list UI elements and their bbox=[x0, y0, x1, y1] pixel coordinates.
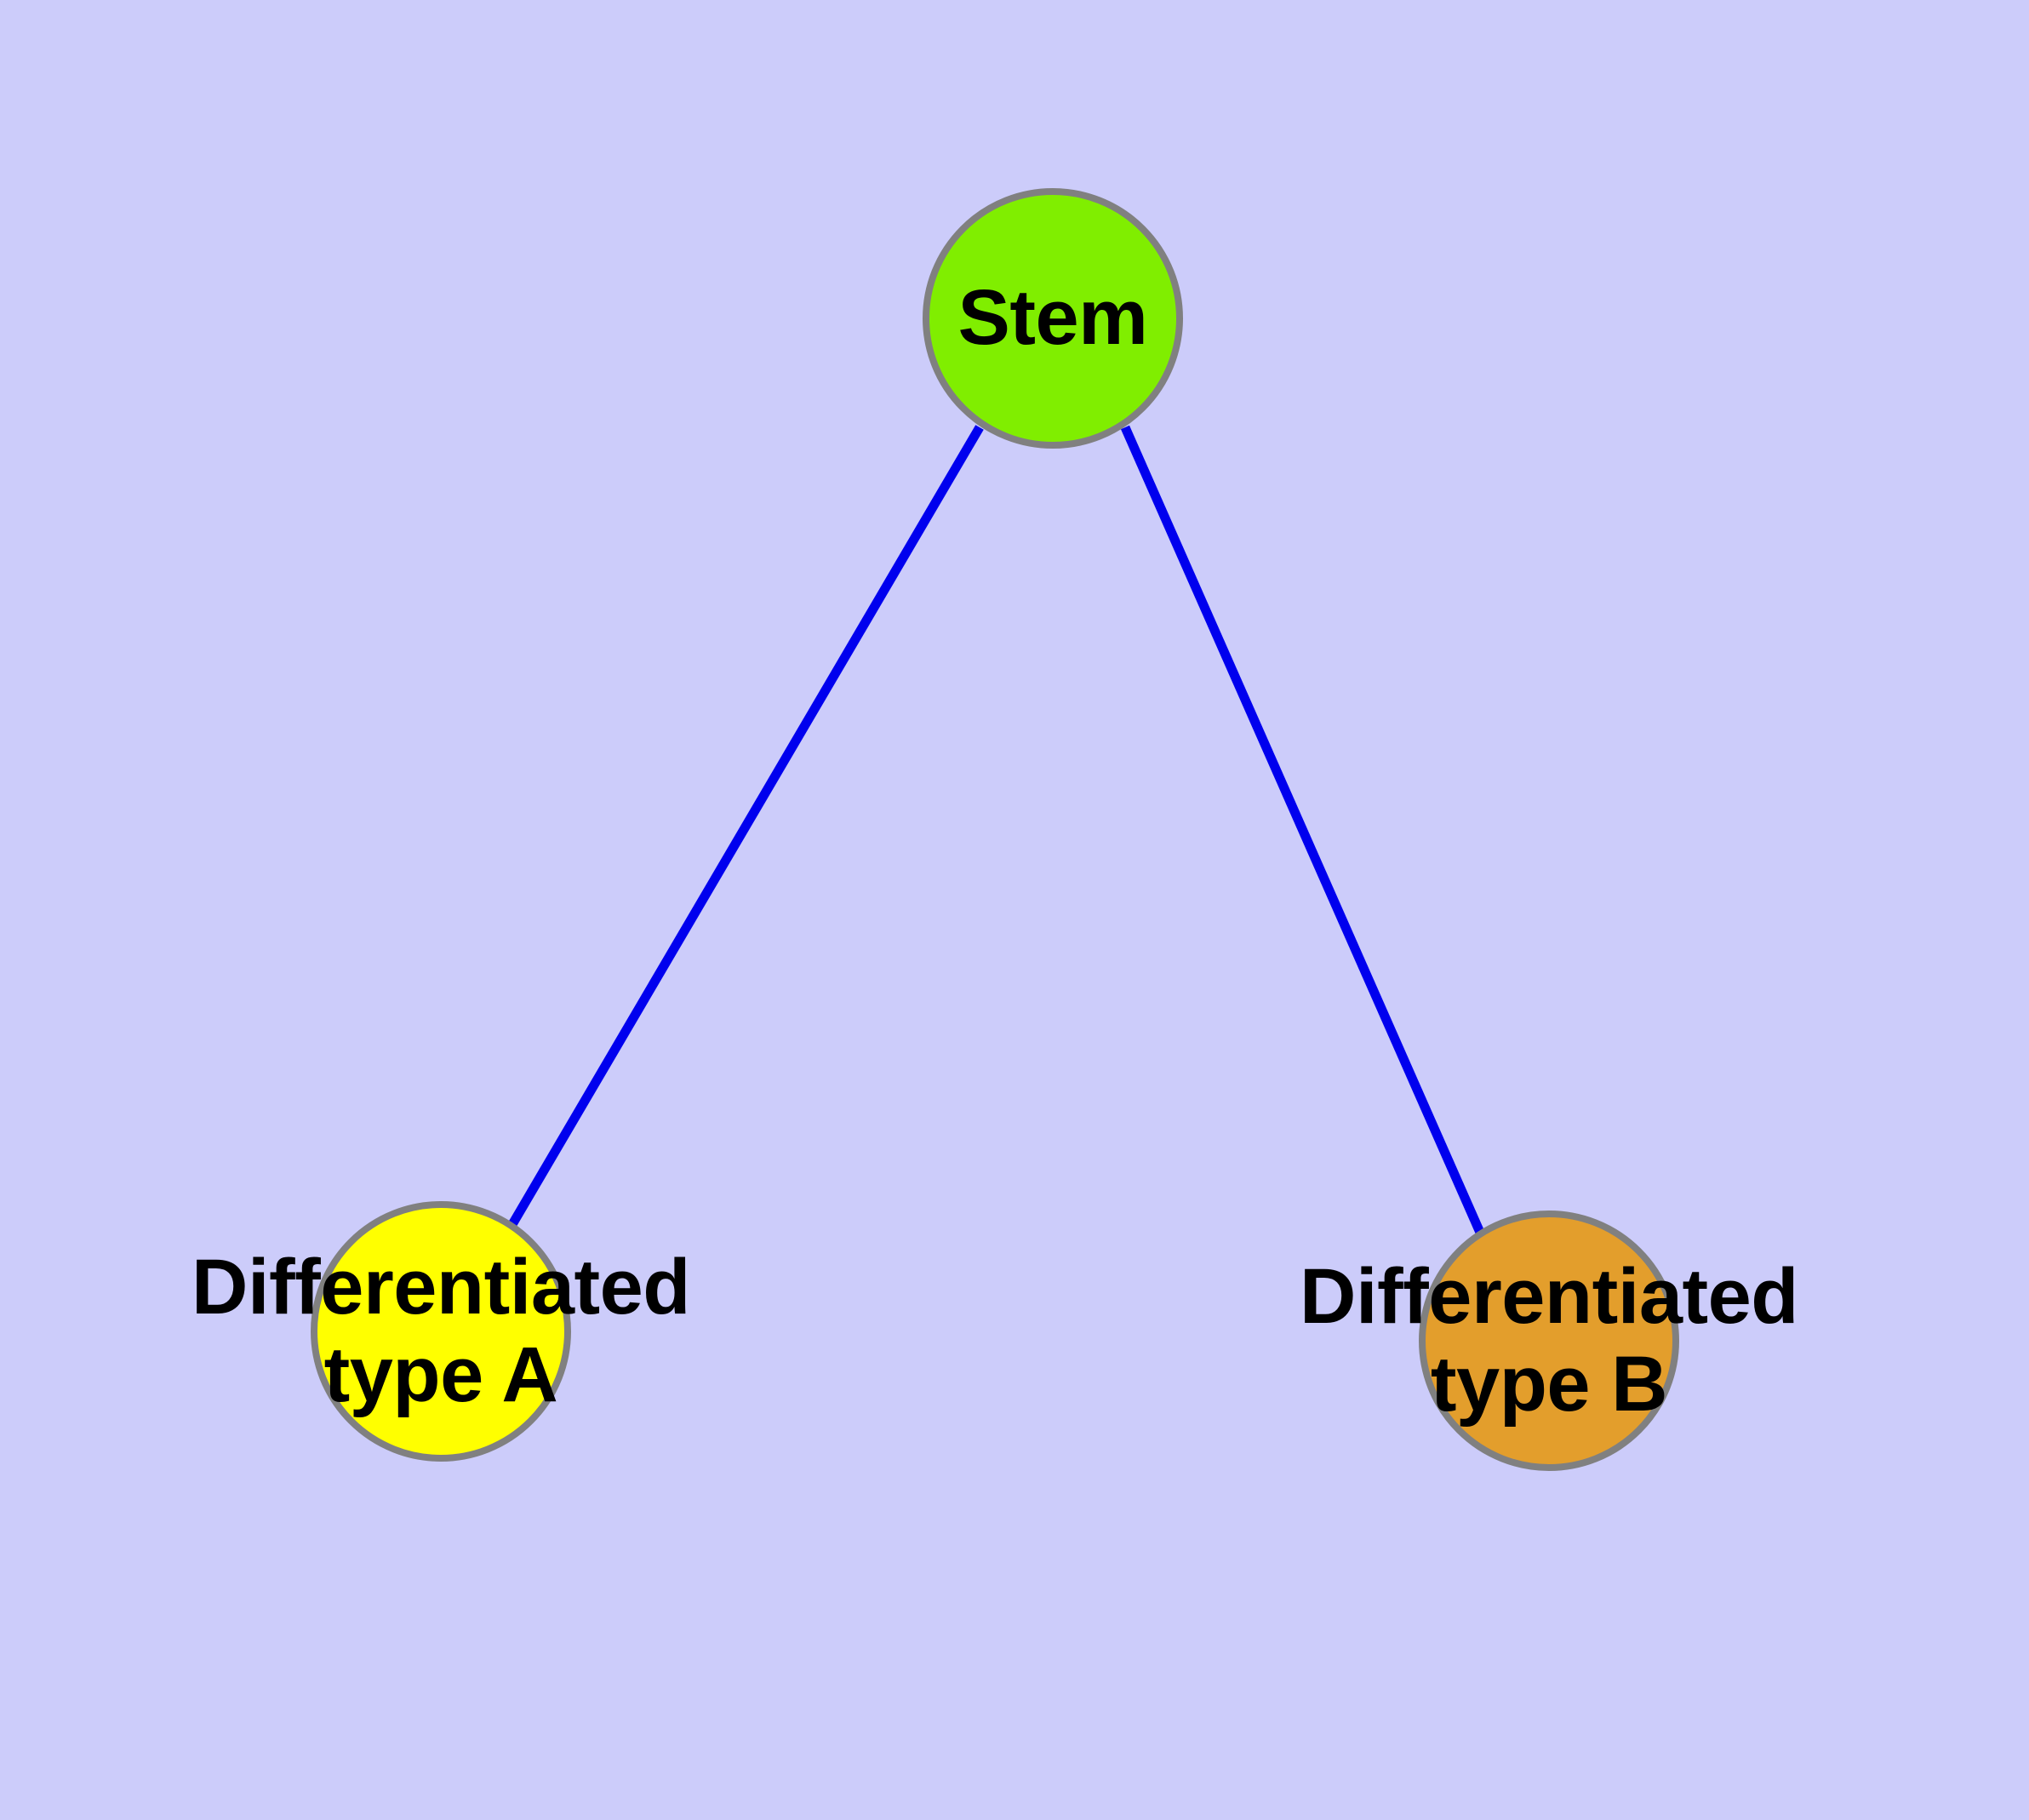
edge-stem-to-differentiated-a bbox=[507, 425, 984, 1228]
node-label-differentiated-type-b: Differentiated type B bbox=[1300, 1252, 1798, 1428]
node-differentiated-type-b[interactable] bbox=[1419, 1210, 1679, 1471]
node-differentiated-type-a[interactable] bbox=[311, 1201, 571, 1462]
node-label-differentiated-type-a: Differentiated type A bbox=[191, 1243, 690, 1418]
node-stem[interactable] bbox=[923, 188, 1183, 449]
node-label-stem: Stem bbox=[957, 274, 1148, 362]
edge-stem-to-differentiated-b bbox=[1120, 425, 1486, 1237]
